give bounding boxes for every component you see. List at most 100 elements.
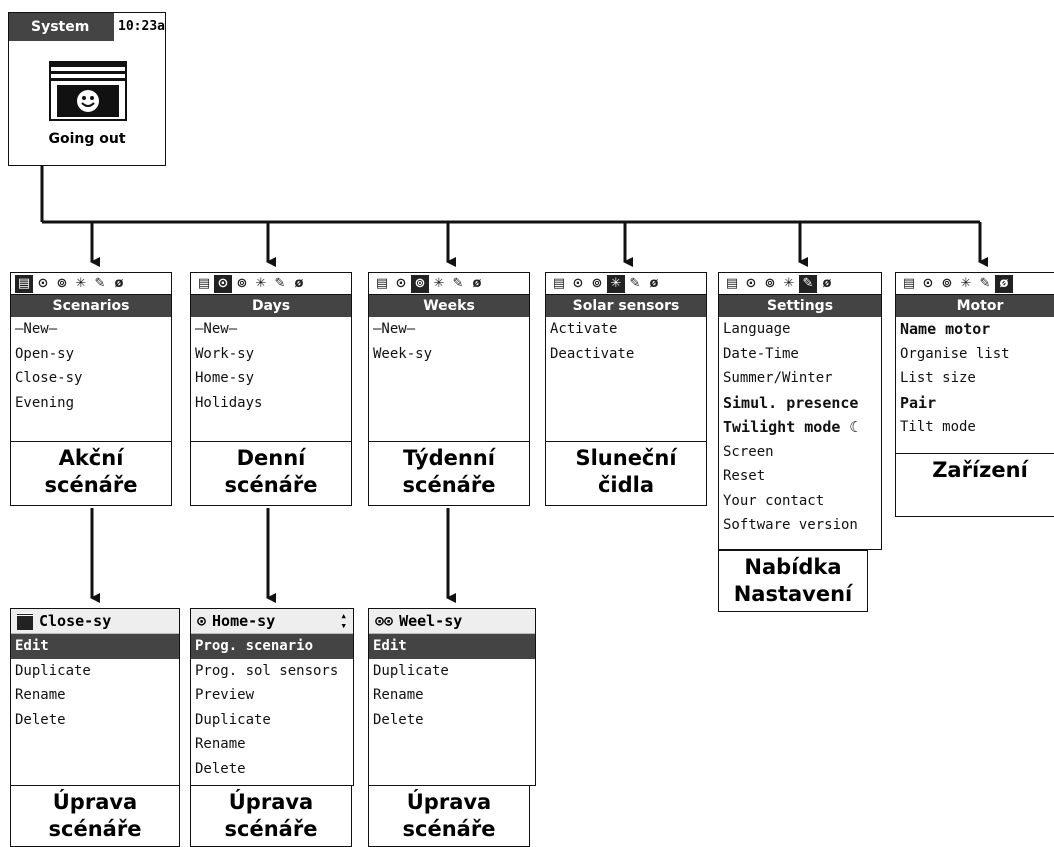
caption-line: scénáře: [224, 817, 318, 841]
menu-item[interactable]: Rename: [373, 687, 424, 703]
clock-icon[interactable]: ⊙: [922, 276, 934, 291]
menu-item[interactable]: Evening: [15, 394, 75, 411]
menu-title: Weeks: [369, 295, 529, 317]
menu-item[interactable]: Rename: [15, 687, 66, 703]
double-clock-icon[interactable]: ⊚: [764, 276, 776, 291]
menu-item[interactable]: Close-sy: [15, 370, 83, 386]
caption-line: scénáře: [48, 817, 142, 841]
shutter-icon[interactable]: ▤: [375, 276, 389, 291]
menu-item[interactable]: Pair: [900, 393, 937, 412]
wrench-icon[interactable]: ✎: [799, 274, 817, 293]
wrench-icon[interactable]: ✎: [629, 276, 641, 291]
motor-icon[interactable]: ø: [472, 276, 482, 291]
menu-item[interactable]: Deactivate: [550, 345, 635, 362]
menu-item[interactable]: Screen: [723, 443, 774, 460]
clock-icon[interactable]: ⊙: [572, 276, 584, 291]
double-clock-icon[interactable]: ⊚: [941, 276, 953, 291]
menu-scenarios[interactable]: ▤⊙⊚✳✎ø Scenarios —New— Open-sy Close-sy …: [10, 272, 172, 442]
caption-edit-1: Úprava scénáře: [10, 785, 180, 847]
menu-item[interactable]: Date-Time: [723, 345, 799, 362]
menu-item[interactable]: —New—: [195, 321, 238, 337]
menu-solar-sensors[interactable]: ▤ ⊙ ⊚ ✳ ✎ ø Solar sensors Activate Deactivate: [545, 272, 707, 442]
menu-days[interactable]: ▤⊙⊚✳✎ø Days —New— Work-sy Home-sy Holida…: [190, 272, 352, 442]
menu-item[interactable]: Duplicate: [373, 662, 449, 679]
menu-item[interactable]: Reset: [723, 468, 766, 484]
clock-icon[interactable]: ⊙: [214, 274, 232, 293]
motor-icon[interactable]: ø: [822, 276, 832, 291]
menu-motor[interactable]: ▤⊙⊚✳✎ø Motor Name motor Organise list Li…: [895, 272, 1054, 454]
menu-item[interactable]: Prog. sol sensors: [195, 662, 339, 679]
menu-item[interactable]: Software version: [723, 517, 858, 533]
menu-weeks[interactable]: ▤ ⊙ ⊚ ✳ ✎ ø Weeks —New— Week-sy: [368, 272, 530, 442]
caption-line: Sluneční: [575, 446, 677, 470]
sun-icon[interactable]: ✳: [960, 276, 972, 291]
menu-item[interactable]: Delete: [195, 760, 246, 777]
sun-icon[interactable]: ✳: [433, 276, 445, 291]
shutter-icon[interactable]: ▤: [552, 276, 566, 291]
double-clock-icon[interactable]: ⊚: [411, 274, 429, 293]
menu-item[interactable]: Name motor: [900, 320, 991, 338]
system-title: System: [9, 13, 115, 41]
submenu-week-edit[interactable]: ⊙⊙ Weel-sy Edit Duplicate Rename Delete: [368, 608, 536, 786]
wrench-icon[interactable]: ✎: [274, 276, 286, 291]
motor-icon[interactable]: ø: [114, 276, 124, 291]
double-clock-icon[interactable]: ⊚: [236, 276, 248, 291]
menu-item[interactable]: Prog. scenario: [191, 634, 353, 659]
tab-icons: ▤ ⊙ ⊚ ✳ ✎ ø: [896, 273, 1054, 295]
sun-icon[interactable]: ✳: [783, 276, 795, 291]
double-clock-icon[interactable]: ⊚: [591, 276, 603, 291]
shutter-icon[interactable]: ▤: [725, 276, 739, 291]
menu-item[interactable]: List size: [900, 370, 976, 386]
shutter-icon[interactable]: ▤: [15, 274, 33, 293]
tab-icons: ▤ ⊙ ⊚ ✳ ✎ ø: [546, 273, 706, 295]
menu-item[interactable]: Duplicate: [15, 662, 91, 679]
menu-item[interactable]: Week-sy: [373, 345, 433, 362]
menu-item[interactable]: Simul. presence: [723, 393, 859, 412]
menu-item[interactable]: Work-sy: [195, 345, 255, 362]
menu-item[interactable]: Twilight mode ☾: [723, 418, 859, 436]
wrench-icon[interactable]: ✎: [94, 276, 106, 291]
menu-item[interactable]: Home-sy: [195, 370, 255, 386]
menu-item[interactable]: Summer/Winter: [723, 370, 833, 386]
menu-item[interactable]: Duplicate: [195, 711, 271, 728]
shutter-icon[interactable]: ▤: [902, 276, 916, 291]
submenu-scenario-edit[interactable]: Close-sy Edit Duplicate Rename Delete: [10, 608, 180, 786]
clock-icon[interactable]: ⊙: [395, 276, 407, 291]
caption-line: scénáře: [224, 473, 318, 497]
clock-icon[interactable]: ⊙: [37, 276, 49, 291]
motor-icon[interactable]: ø: [294, 276, 304, 291]
submenu-day-edit[interactable]: ⊙ Home-sy ▴▾ Prog. scenario Prog. sol se…: [190, 608, 354, 786]
menu-item[interactable]: Your contact: [723, 492, 825, 509]
menu-item[interactable]: —New—: [373, 321, 416, 337]
clock-icon[interactable]: ⊙: [745, 276, 757, 291]
menu-item[interactable]: Rename: [195, 736, 246, 752]
menu-item[interactable]: Delete: [373, 711, 424, 728]
menu-item[interactable]: Open-sy: [15, 345, 75, 362]
scroll-arrows-icon[interactable]: ▴▾: [340, 609, 347, 632]
wrench-icon[interactable]: ✎: [979, 276, 991, 291]
menu-item[interactable]: Organise list: [900, 345, 1010, 362]
menu-settings[interactable]: ▤ ⊙ ⊚ ✳ ✎ ø Settings Language Date-Time Summe…: [718, 272, 882, 550]
menu-item[interactable]: —New—: [15, 321, 58, 337]
menu-item[interactable]: Activate: [550, 321, 618, 337]
sun-icon[interactable]: ✳: [607, 274, 625, 293]
menu-item[interactable]: Edit: [369, 634, 535, 659]
caption-line: Úprava: [406, 790, 492, 814]
system-time: 10:23a: [118, 19, 165, 34]
menu-item[interactable]: Preview: [195, 687, 255, 703]
sun-icon[interactable]: ✳: [255, 276, 267, 291]
menu-item[interactable]: Delete: [15, 711, 66, 728]
wrench-icon[interactable]: ✎: [452, 276, 464, 291]
menu-item[interactable]: Edit: [11, 634, 179, 659]
shutter-icon[interactable]: ▤: [197, 276, 211, 291]
sun-icon[interactable]: ✳: [75, 276, 87, 291]
menu-title: Settings: [719, 295, 881, 317]
menu-item[interactable]: Language: [723, 321, 791, 337]
double-clock-icon[interactable]: ⊚: [56, 276, 68, 291]
menu-title: Solar sensors: [546, 295, 706, 317]
menu-item[interactable]: Tilt mode: [900, 419, 976, 435]
caption-line: čidla: [597, 473, 655, 497]
motor-icon[interactable]: ø: [649, 276, 659, 291]
menu-item[interactable]: Holidays: [195, 394, 263, 411]
motor-icon[interactable]: ø: [995, 274, 1013, 293]
